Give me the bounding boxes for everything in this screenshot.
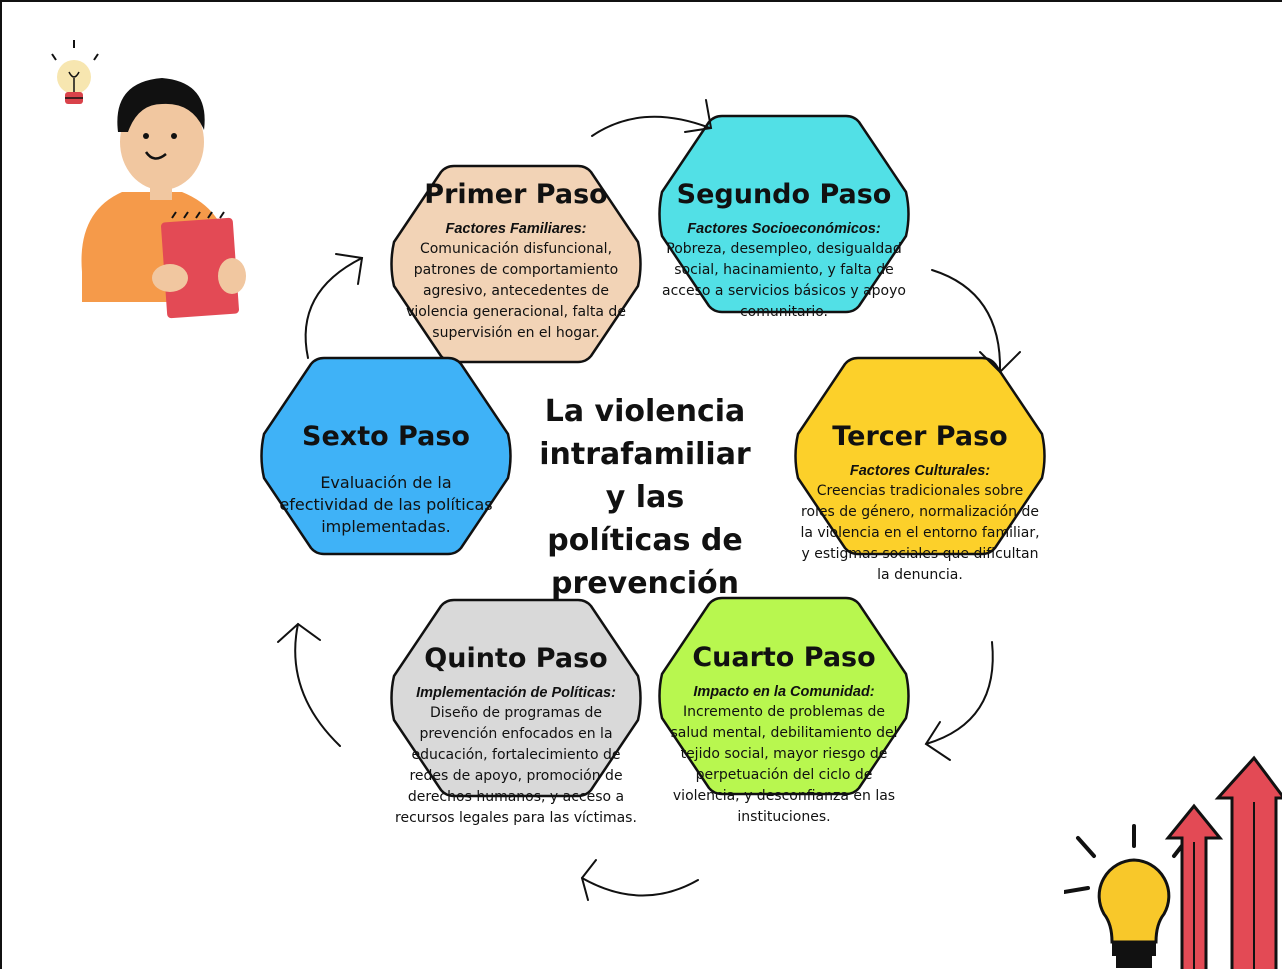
hexagon-tercer-paso <box>794 356 1046 556</box>
step-quinto-paso: Quinto Paso Implementación de Políticas:… <box>394 644 638 829</box>
hexagon-segundo-paso <box>658 114 910 314</box>
center-title: La violencia intrafamiliar y las polític… <box>539 394 751 601</box>
arrow-primer-to-segundo-head <box>684 99 713 133</box>
step-title: Sexto Paso <box>302 421 470 452</box>
arrow-sexto-to-primer-head <box>335 253 364 285</box>
arrow-cuarto-to-quinto <box>581 877 699 897</box>
arrow-segundo-to-tercer-head <box>979 351 1021 374</box>
step-title: Quinto Paso <box>424 643 608 674</box>
arrow-quinto-to-sexto-head <box>277 622 321 643</box>
arrow-tercer-to-cuarto <box>925 641 994 745</box>
person-with-clipboard <box>51 40 246 319</box>
step-tercer-paso: Tercer Paso Factores Culturales: Creenci… <box>798 422 1042 586</box>
step-title: Tercer Paso <box>832 421 1008 452</box>
hexagon-quinto-paso <box>390 598 642 798</box>
arrow-primer-to-segundo <box>591 115 711 137</box>
step-sexto-paso: Sexto Paso Evaluación de la efectividad … <box>278 422 494 539</box>
arrow-sexto-to-primer <box>304 257 363 359</box>
step-subtitle: Factores Socioeconómicos: <box>687 220 881 237</box>
hexagon-sexto-paso <box>260 356 512 556</box>
step-cuarto-paso: Cuarto Paso Impacto en la Comunidad: Inc… <box>662 643 906 828</box>
step-body: Pobreza, desempleo, desigualdad social, … <box>662 240 906 320</box>
arrow-segundo-to-tercer <box>931 269 1002 373</box>
step-subtitle: Impacto en la Comunidad: <box>693 683 875 700</box>
hexagon-cuarto-paso <box>658 596 910 796</box>
idea-lightbulb-icon <box>51 40 99 104</box>
step-subtitle: Factores Familiares: <box>445 220 587 237</box>
step-body: Creencias tradicionales sobre roles de g… <box>800 482 1040 583</box>
step-segundo-paso: Segundo Paso Factores Socioeconómicos: P… <box>662 180 906 323</box>
step-subtitle: Implementación de Políticas: <box>416 684 616 701</box>
step-body: Comunicación disfuncional, patrones de c… <box>406 240 626 341</box>
step-primer-paso: Primer Paso Factores Familiares: Comunic… <box>394 180 638 344</box>
growth-arrows-icon <box>1064 755 1282 969</box>
step-title: Cuarto Paso <box>692 642 876 673</box>
step-body: Incremento de problemas de salud mental,… <box>670 703 898 825</box>
step-title: Segundo Paso <box>676 179 892 210</box>
step-subtitle: Factores Culturales: <box>849 462 991 479</box>
arrow-quinto-to-sexto <box>294 623 341 747</box>
arrow-tercer-to-cuarto-head <box>924 721 951 761</box>
step-body: Evaluación de la efectividad de las polí… <box>279 472 493 537</box>
arrow-cuarto-to-quinto-head <box>580 859 597 901</box>
hexagon-primer-paso <box>390 164 642 364</box>
step-title: Primer Paso <box>424 179 608 210</box>
step-body: Diseño de programas de prevención enfoca… <box>395 704 637 826</box>
